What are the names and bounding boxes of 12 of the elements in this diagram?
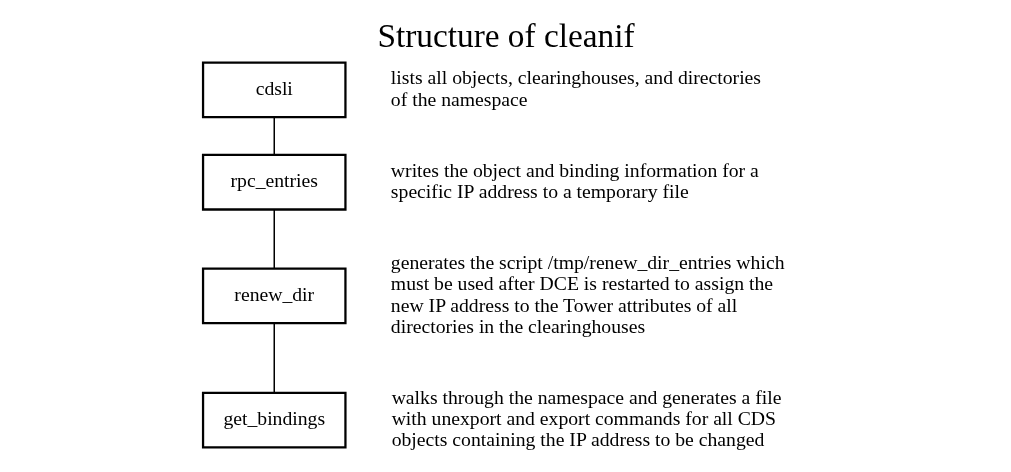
node-box: get_bindings: [201, 391, 347, 449]
node-box: renew_dir: [201, 267, 347, 325]
diagram-title: Structure of cleanif: [376, 16, 635, 54]
node-label: generates the script /tmp/renew_dir_entries which must be used after DCE is restarted to assign the new IP address to the Tower attributes of all directories in the clearinghouses: [390, 251, 785, 337]
node-label: writes the object and binding information for a specific IP address to a temporary file: [390, 158, 759, 202]
node-box: rpc_entries: [201, 153, 347, 211]
node-label: walks through the namespace and generates a file with unexport and export commands for all CDS objects containing the IP address to be changed: [391, 385, 781, 451]
connector: [273, 116, 275, 156]
connector: [273, 209, 275, 270]
node-box: cdsli: [201, 61, 347, 119]
node-label: lists all objects, clearinghouses, and directories of the namespace: [390, 66, 761, 110]
connector: [273, 322, 275, 394]
